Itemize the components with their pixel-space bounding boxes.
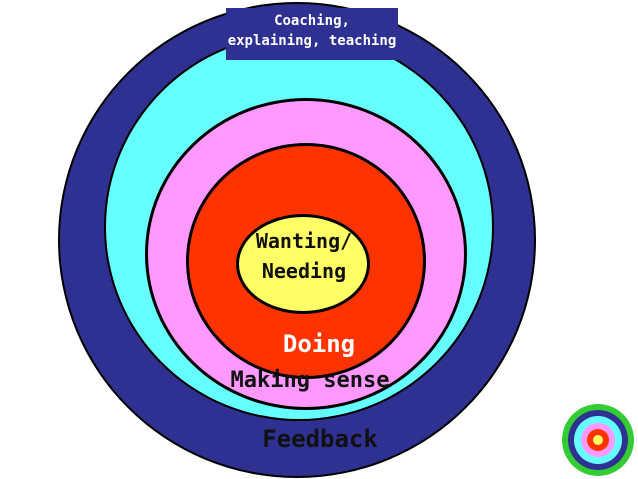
core-label-line-1: Wanting/ <box>255 229 353 253</box>
ring-core <box>236 214 370 314</box>
doing-label: Doing <box>282 330 356 358</box>
making-sense-label: Making sense <box>230 368 390 393</box>
coaching-line-1: Coaching, <box>274 13 350 29</box>
core-label: Wanting/ Needing <box>241 226 367 286</box>
coaching-label-box: Coaching, explaining, teaching <box>226 8 398 60</box>
core-label-line-2: Needing <box>261 259 347 283</box>
coaching-line-2: explaining, teaching <box>227 33 397 49</box>
mini-target-ring-6 <box>593 435 603 445</box>
feedback-label: Feedback <box>262 425 378 453</box>
